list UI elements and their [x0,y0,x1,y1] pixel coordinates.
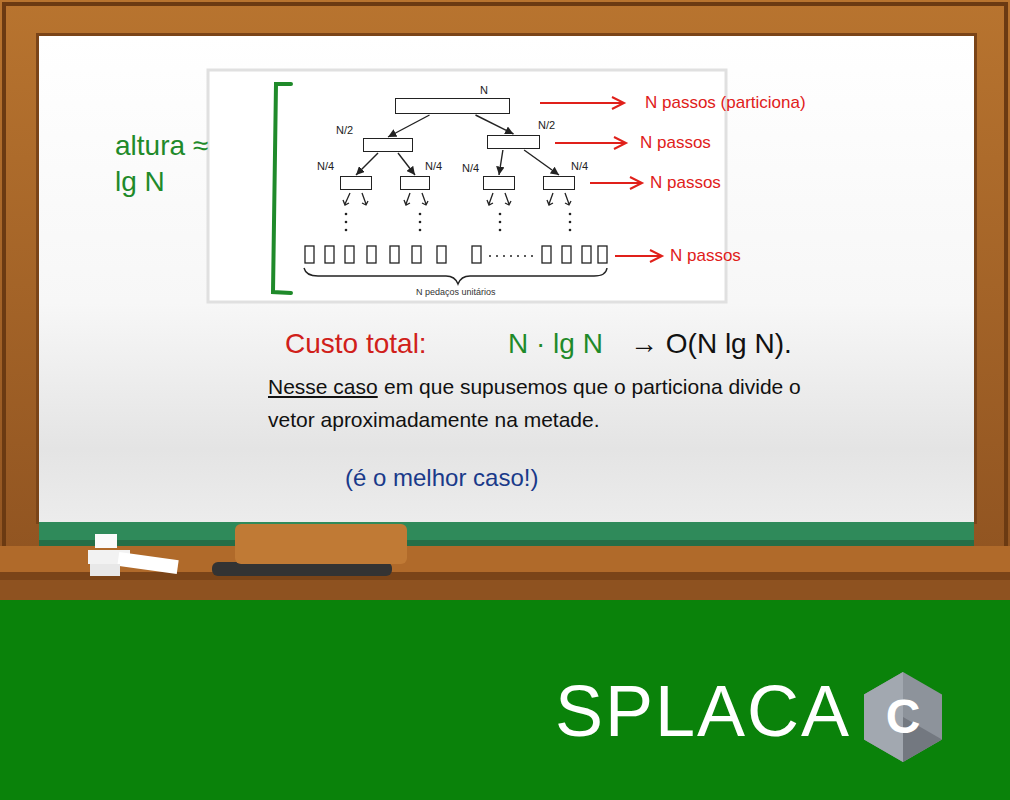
split-arrow [388,115,430,137]
brand-name: SPLACA [555,668,851,754]
split-arrow [398,153,415,175]
step-note: N passos (particiona) [645,93,806,113]
red-arrows [540,97,662,262]
red-arrow [590,182,640,184]
logo-letter: C [886,688,921,746]
height-bracket [273,84,291,293]
cost-formula: N · lg N [508,327,603,361]
partition-box: N/2 [487,135,540,149]
size-label: N/2 [538,119,555,131]
partition-box: N/2 [363,138,413,152]
step-note: N passos [670,246,741,266]
partition-box: N/4 [400,176,430,190]
eraser [235,524,407,564]
size-label: N/4 [571,160,588,172]
red-arrowhead [630,177,642,189]
unit-pieces [305,246,607,263]
step-note: N passos [640,133,711,153]
size-label: N [480,84,488,96]
tray-shade [0,572,1010,580]
emphasis-text: Nesse caso [268,375,378,398]
split-arrow [524,150,559,175]
board-strip [39,522,974,546]
step-note: N passos [650,173,721,193]
red-arrowhead [650,250,662,262]
frame-bottom [0,580,1010,600]
split-arrow [476,115,514,134]
red-arrowhead [614,137,626,149]
brace [304,268,607,284]
logo-hexagon [864,672,942,762]
chalk [90,564,120,576]
red-arrow [540,102,622,104]
size-label: N/4 [317,160,334,172]
chalk [95,534,117,548]
explanation-paragraph: Nesse casoem que supusemos que o partici… [268,370,813,436]
board-strip-shade [39,540,974,546]
best-case-note: (é o melhor caso!) [345,463,538,492]
bottom-band [0,600,1010,800]
size-label: N/2 [336,124,353,136]
split-arrow [356,153,378,175]
eraser-base [212,562,392,576]
partition-box: N/4 [483,176,515,190]
whiteboard [39,36,974,522]
chalk [117,552,178,574]
size-label: N/4 [462,162,479,174]
red-arrow [615,255,660,257]
red-arrow [555,142,624,144]
split-arrow [499,150,503,175]
frame-edge [4,4,1006,596]
red-arrowhead [612,97,624,109]
ellipsis-dots [489,255,533,257]
partition-box: N/4 [543,176,575,190]
sub-arrows [343,193,571,205]
partition-box: N [395,98,510,114]
height-note: altura ≈ lg N [115,128,215,200]
size-label: N/4 [425,160,442,172]
cost-heading: Custo total: [285,327,427,361]
wood-frame [0,0,1010,600]
frame-inner-edge [36,33,977,524]
big-o-result: → O(N lg N). [630,327,792,361]
pieces-note: N pedaços unitários [416,287,496,298]
partition-box: N/4 [340,176,372,190]
continuation-dots [345,213,572,232]
